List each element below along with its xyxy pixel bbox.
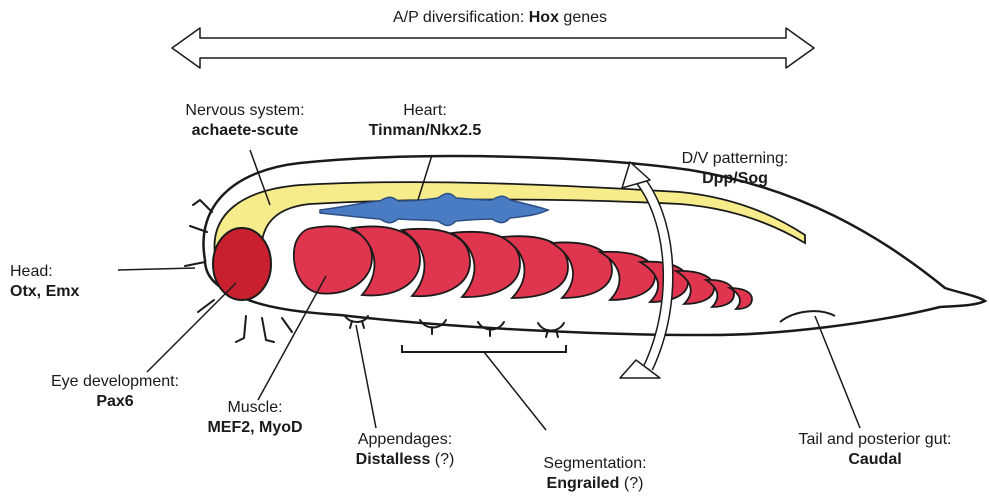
- dv-patterning-title: D/V patterning:: [650, 149, 820, 169]
- segmentation-label: Segmentation: Engrailed (?): [520, 454, 670, 494]
- eye-leader: [147, 283, 236, 372]
- ap-label-suffix: genes: [559, 9, 607, 26]
- head-title: Head:: [10, 262, 120, 282]
- appendages-title: Appendages:: [335, 430, 475, 450]
- head-gene: Otx, Emx: [10, 282, 120, 302]
- tail-leader: [815, 316, 860, 428]
- segmentation-note: (?): [619, 475, 643, 492]
- eye-shape: [213, 228, 271, 300]
- eye-development-title: Eye development:: [20, 372, 210, 392]
- appendages-label: Appendages: Distalless (?): [335, 430, 475, 470]
- segmentation-title: Segmentation:: [520, 454, 670, 474]
- ap-axis-label: A/P diversification: Hox genes: [350, 8, 650, 28]
- segmentation-gene: Engrailed: [547, 475, 620, 492]
- dv-patterning-gene: Dpp/Sog: [650, 169, 820, 189]
- eye-development-gene: Pax6: [20, 392, 210, 412]
- tail-label: Tail and posterior gut: Caudal: [770, 430, 980, 470]
- muscle-label: Muscle: MEF2, MyoD: [190, 398, 320, 438]
- ap-label-prefix: A/P diversification:: [393, 9, 529, 26]
- dv-patterning-label: D/V patterning: Dpp/Sog: [650, 149, 820, 189]
- tail-title: Tail and posterior gut:: [770, 430, 980, 450]
- muscle-gene: MEF2, MyoD: [190, 418, 320, 438]
- head-label: Head: Otx, Emx: [10, 262, 120, 302]
- appendages-gene: Distalless: [356, 451, 431, 468]
- eye-development-label: Eye development: Pax6: [20, 372, 210, 412]
- ap-label-gene: Hox: [529, 9, 559, 26]
- heart-title: Heart:: [350, 101, 500, 121]
- tail-gene: Caudal: [770, 450, 980, 470]
- nervous-system-label: Nervous system: achaete-scute: [140, 101, 350, 141]
- heart-gene: Tinman/Nkx2.5: [350, 121, 500, 141]
- head-leader: [118, 268, 195, 270]
- muscle-title: Muscle:: [190, 398, 320, 418]
- appendages-note: (?): [430, 451, 454, 468]
- heart-label: Heart: Tinman/Nkx2.5: [350, 101, 500, 141]
- nervous-system-title: Nervous system:: [140, 101, 350, 121]
- nervous-system-gene: achaete-scute: [140, 121, 350, 141]
- segmentation-leader: [484, 352, 546, 430]
- segmentation-bracket: [402, 345, 566, 352]
- ap-axis-arrow: [172, 28, 814, 68]
- appendage-leader: [356, 325, 376, 428]
